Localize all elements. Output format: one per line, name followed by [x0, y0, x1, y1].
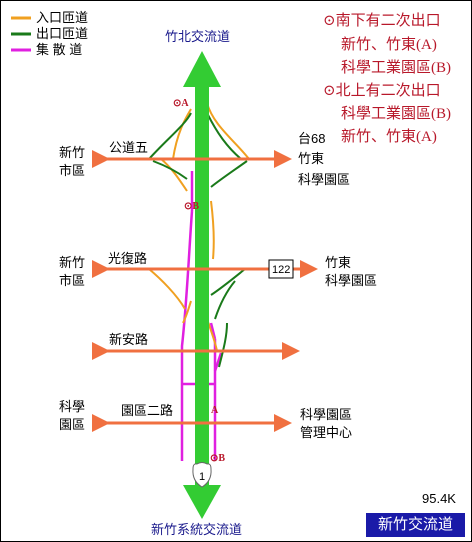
road-guangfu-left-line2: 市區	[59, 273, 85, 288]
road-name-guangfu: 光復路	[108, 251, 147, 266]
road-guangfu-right-line2: 科學園區	[325, 273, 377, 288]
road-yuanqu-er-left-line2: 園區	[59, 417, 85, 432]
road-yuanqu-er-left-line1: 科學	[59, 399, 85, 414]
marker-b-top: ⊙B	[184, 201, 199, 212]
road-gongdao-wu-left-line1: 新竹	[59, 145, 85, 160]
freeway-shield-icon: 1	[192, 462, 212, 488]
exit-notes: ⊙南下有二次出口 新竹、竹東(A) 科學工業園區(B) ⊙北上有二次出口 科學工…	[323, 12, 451, 145]
road-yuanqu-er-right-line1: 科學園區	[300, 407, 352, 422]
road-name-xinan: 新安路	[109, 332, 148, 347]
freeway-national-1	[183, 51, 221, 519]
legend-collector-label: 集 散 道	[36, 42, 82, 57]
road-guangfu-left-line1: 新竹	[59, 255, 85, 270]
marker-b-bottom: ⊙B	[210, 453, 225, 464]
file-size-label: 95.4K	[422, 491, 456, 506]
freeway-shield-number: 1	[199, 471, 205, 483]
road-gongdao-wu-right-line1: 台68	[298, 131, 325, 146]
legend-entrance-label: 入口匝道	[36, 10, 88, 25]
note-south-line2: 科學工業園區(B)	[341, 58, 451, 76]
note-north-line2: 新竹、竹東(A)	[341, 128, 437, 145]
road-gongdao-wu-left-line2: 市區	[59, 163, 85, 178]
note-south-title: ⊙南下有二次出口	[323, 12, 441, 29]
road-guangfu-right-line1: 竹東	[325, 255, 351, 270]
interchange-title: 新竹交流道	[366, 513, 465, 537]
note-south-line1: 新竹、竹東(A)	[341, 36, 437, 53]
north-terminus-label: 竹北交流道	[165, 29, 230, 44]
marker-a-top: ⊙A	[173, 98, 189, 109]
note-north-title: ⊙北上有二次出口	[323, 82, 441, 99]
road-gongdao-wu-right-line3: 科學園區	[298, 172, 350, 187]
marker-a-bottom: A	[211, 405, 219, 416]
road-gongdao-wu-right-line2: 竹東	[298, 151, 324, 166]
road-name-yuanqu-er: 園區二路	[121, 403, 173, 418]
legend: 入口匝道 出口匝道 集 散 道	[11, 10, 88, 57]
route-122-number: 122	[272, 264, 290, 276]
legend-exit-label: 出口匝道	[36, 26, 88, 41]
road-yuanqu-er-right-line2: 管理中心	[300, 425, 352, 440]
south-terminus-label: 新竹系統交流道	[151, 522, 242, 537]
freeway-north-arrow	[183, 51, 221, 87]
route-122-shield-icon: 122	[268, 259, 294, 279]
road-name-gongdao-wu: 公道五	[109, 140, 148, 155]
freeway-south-arrow	[183, 485, 221, 519]
note-north-line1: 科學工業園區(B)	[341, 104, 451, 122]
